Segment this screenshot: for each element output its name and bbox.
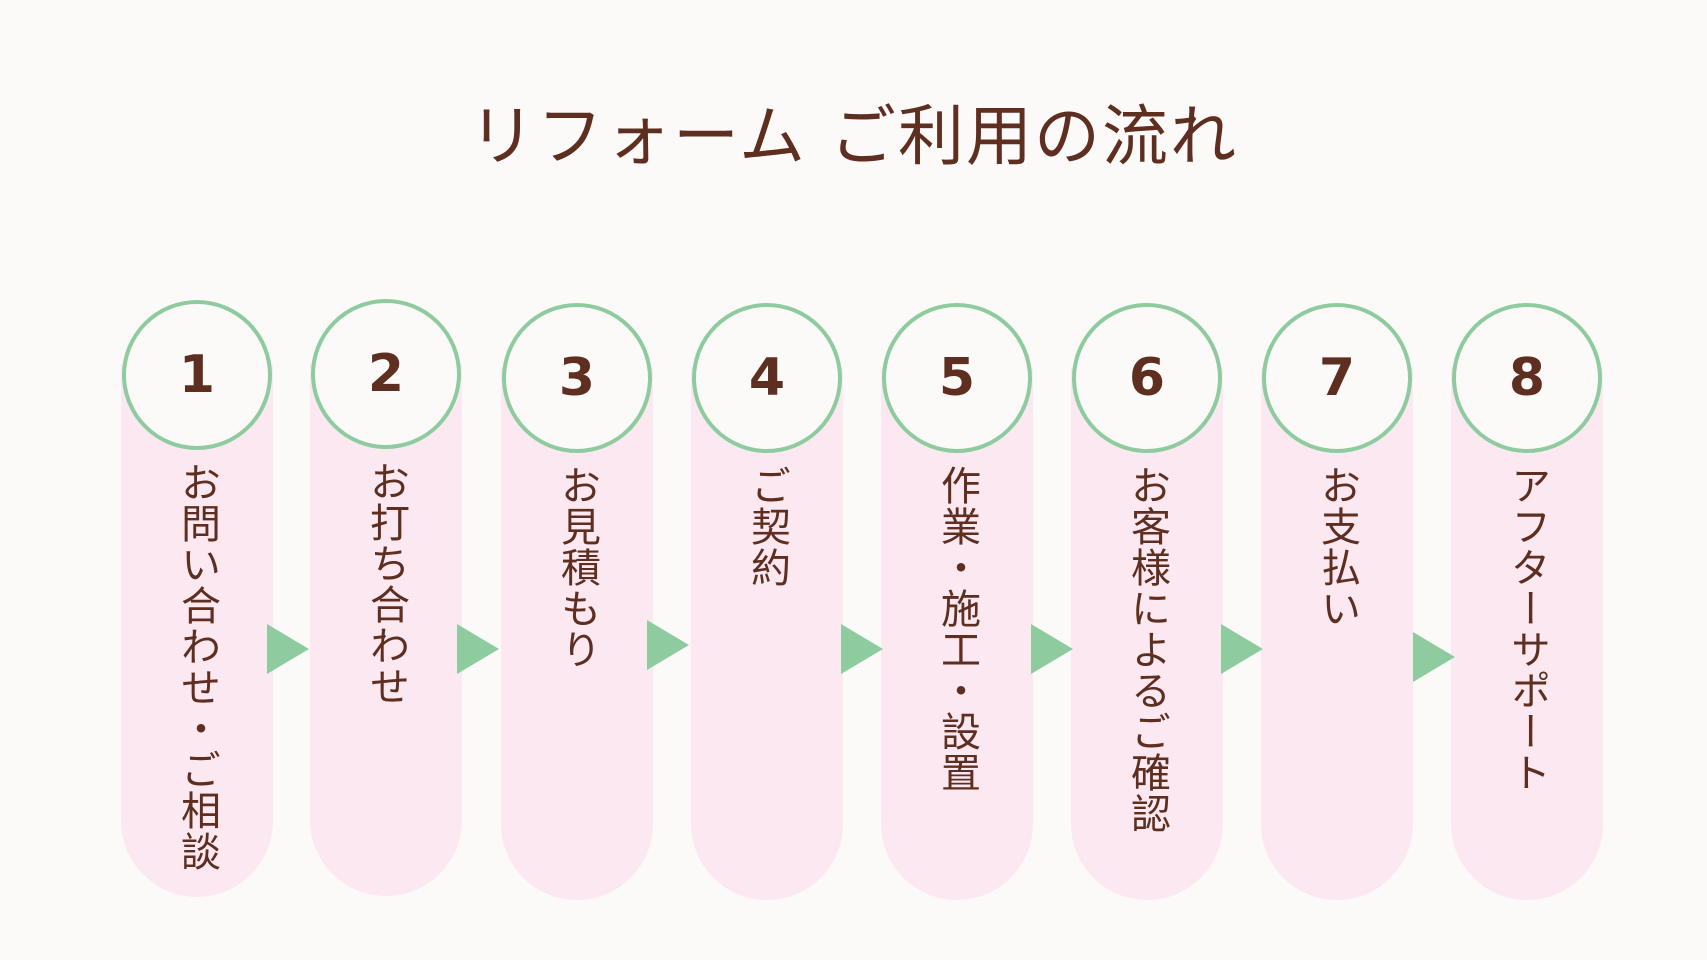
page-title: リフォーム ご利用の流れ <box>469 98 1238 175</box>
step-number: 6 <box>1128 348 1166 408</box>
step-number: 8 <box>1508 348 1546 408</box>
step-number: 5 <box>938 348 976 408</box>
step-number-circle: 7 <box>1262 303 1412 453</box>
arrow-right-icon <box>457 624 499 674</box>
step-pill <box>310 363 462 896</box>
step-label: 作業・施工・設置 <box>934 465 980 793</box>
step-pill <box>501 367 653 900</box>
step-number-circle: 6 <box>1072 303 1222 453</box>
step-label: お支払い <box>1314 465 1360 629</box>
step-pill <box>691 367 843 900</box>
step-number-circle: 1 <box>122 300 272 450</box>
step-number: 3 <box>558 348 596 408</box>
step-pill <box>1071 367 1223 900</box>
step-number-circle: 4 <box>692 303 842 453</box>
step-number-circle: 8 <box>1452 303 1602 453</box>
arrow-right-icon <box>1413 632 1455 682</box>
step-number: 4 <box>748 348 786 408</box>
step-number: 2 <box>367 344 405 404</box>
step-pill <box>1261 367 1413 900</box>
arrow-right-icon <box>267 624 309 674</box>
arrow-right-icon <box>841 624 883 674</box>
step-number: 7 <box>1318 348 1356 408</box>
step-label: ご契約 <box>744 465 790 588</box>
step-label: お客様によるご確認 <box>1124 465 1170 834</box>
step-pill <box>121 364 273 897</box>
arrow-right-icon <box>1031 624 1073 674</box>
step-label: お打ち合わせ <box>363 461 409 707</box>
step-pill <box>881 367 1033 900</box>
arrow-right-icon <box>647 620 689 670</box>
arrow-right-icon <box>1221 624 1263 674</box>
step-number-circle: 2 <box>311 299 461 449</box>
step-pill <box>1451 367 1603 900</box>
step-number: 1 <box>178 345 216 405</box>
step-number-circle: 3 <box>502 303 652 453</box>
step-label: お見積もり <box>554 465 600 670</box>
step-label: お問い合わせ・ご相談 <box>174 462 220 872</box>
step-number-circle: 5 <box>882 303 1032 453</box>
step-label: アフターサポート <box>1504 465 1550 793</box>
